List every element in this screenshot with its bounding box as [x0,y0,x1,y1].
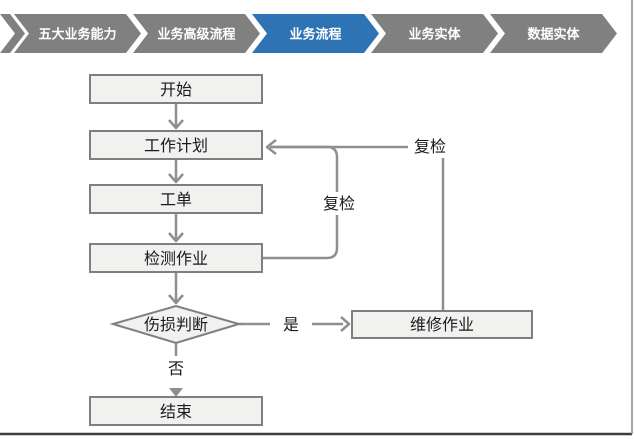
label-recheck-repair: 复检 [414,138,446,156]
arrow-down-icon [168,119,184,130]
nav-item-business-entity[interactable]: 业务实体 [371,14,498,53]
connector-decision-no-end [169,343,183,397]
flow-node-work-plan: 工作计划 [89,130,263,160]
nav-item-advanced-process[interactable]: 业务高级流程 [133,14,260,53]
connector-inspection-to-decision [168,272,184,305]
nav-item-label: 数据实体 [527,27,580,42]
nav-item-label: 五大业务能力 [38,27,116,42]
nav-item-data-entity[interactable]: 数据实体 [490,14,617,53]
flow-node-label: 结束 [160,403,192,421]
connector-plan-to-order [168,159,184,184]
arrow-down-icon [168,232,184,243]
chevron-shape [14,14,141,53]
nav-item-label: 业务高级流程 [157,27,235,42]
flow-node-label: 检测作业 [144,250,208,268]
flow-node-inspection: 检测作业 [89,243,263,273]
label-recheck-inspection: 复检 [323,195,355,213]
arrow-down-small-icon [169,388,183,397]
nav-item-label: 业务实体 [408,27,461,42]
arrow-down-icon [168,173,184,184]
flow-node-start: 开始 [89,74,263,104]
arrow-left-icon [265,139,277,155]
flow-node-label: 工作计划 [144,137,208,155]
connector-start-to-plan [168,103,184,130]
chevron-shape [371,14,498,53]
arrow-right-icon [340,316,351,332]
chevron-shape [490,14,617,53]
nav-item-business-process-active[interactable]: 业务流程 [252,14,379,53]
flow-node-label: 伤损判断 [144,316,208,334]
flow-node-label: 维修作业 [410,316,474,334]
edge-labels: 复检 复检 是 否 [168,135,452,378]
connector-recheck-repair-loop [270,145,445,311]
connector-order-to-inspection [168,213,184,243]
flow-decision-damage-judgment: 伤损判断 [109,304,243,345]
chevron-shape-active [252,14,379,53]
connector-decision-yes-repair [239,316,351,332]
flow-node-repair: 维修作业 [351,310,533,339]
nav-item-label: 业务流程 [289,27,341,42]
label-yes: 是 [283,317,299,334]
arrow-down-icon [168,294,184,305]
flow-node-work-order: 工单 [89,184,263,214]
label-bg [408,135,452,158]
flowchart-nodes: 开始 工作计划 工单 检测作业 伤损判断 维修作业 结束 [89,74,533,426]
chevron-nav: 五大业务能力 业务高级流程 业务流程 业务实体 数据实体 [0,14,617,53]
chevron-shape [133,14,260,53]
flow-node-end: 结束 [89,396,263,426]
chevron-lead-icon [0,14,25,53]
flow-node-label: 开始 [160,81,192,99]
label-no: 否 [168,361,184,378]
nav-item-five-capabilities[interactable]: 五大业务能力 [14,14,141,53]
flow-node-label: 工单 [160,191,192,209]
label-bg [317,192,361,215]
